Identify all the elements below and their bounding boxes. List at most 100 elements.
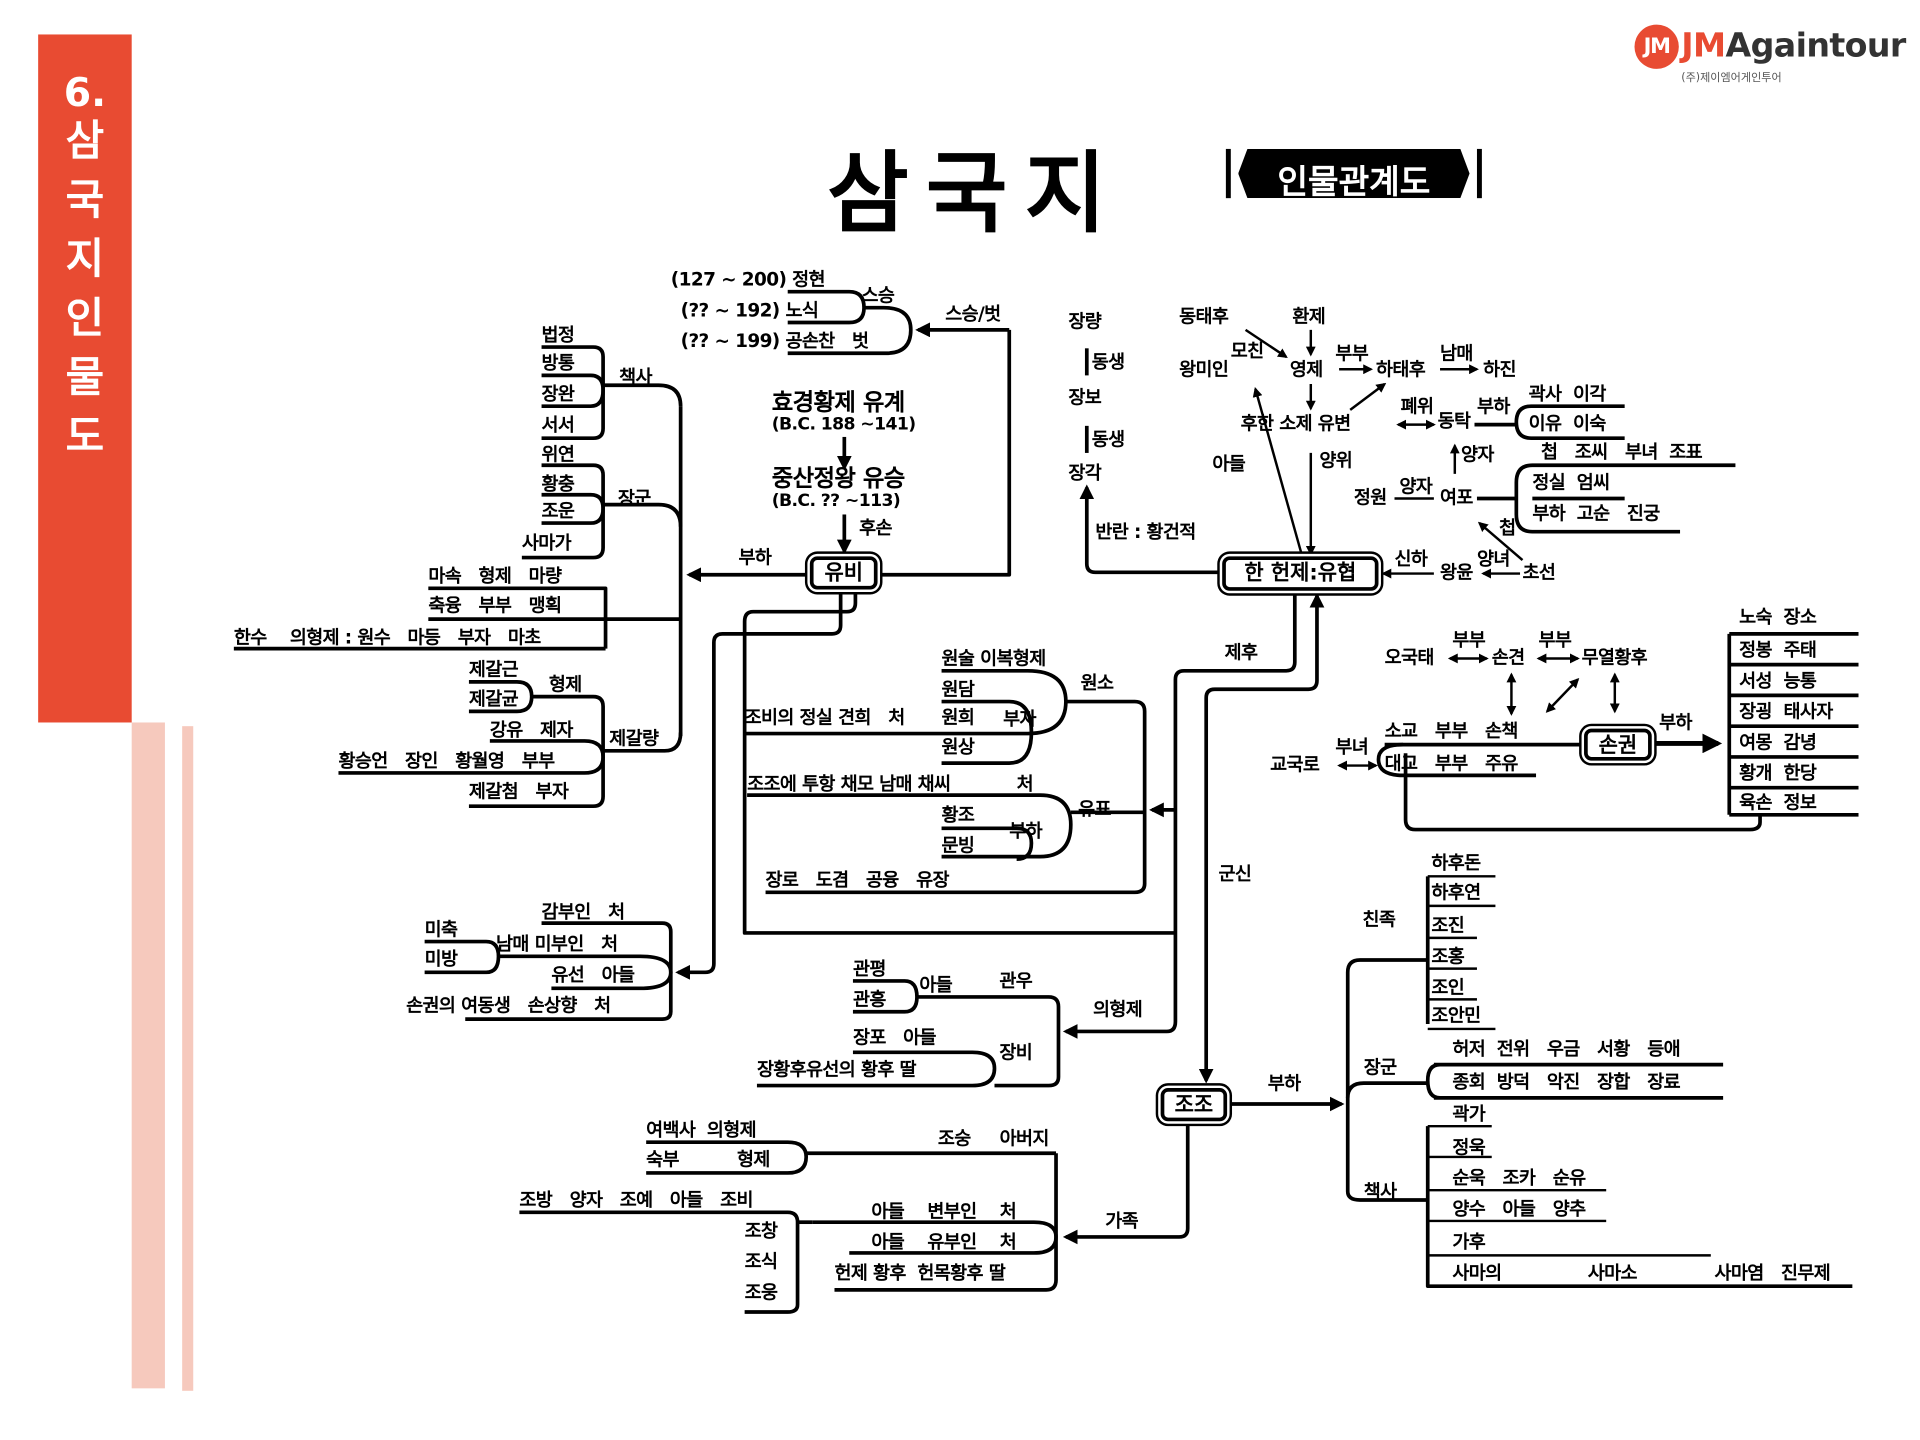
relation-row: 곽사 이각 [1528,382,1607,405]
ancestor-label: 효경황제 유계 [771,388,906,417]
person-label: 사마가 [521,531,572,554]
relation-label: 부부 [1538,628,1572,652]
relation-row: 여몽 감녕 [1739,731,1817,754]
ancestor-dates: (B.C. ?? ~113) [771,491,901,511]
relation-label: 아들 [919,973,953,996]
relation-label: 모친 [1230,339,1264,362]
section-title-char: 도 [65,412,105,462]
relation-row: 대교 부부 주유 [1384,752,1519,775]
relation-row: 허저 전위 우금 서황 등애 [1452,1037,1680,1060]
relation-row: 장포 아들 [852,1026,937,1049]
relation-row: 종회 방덕 악진 장합 장료 [1452,1070,1680,1093]
relation-label: 군신 [1218,862,1252,885]
relation-row: 제갈첨 부자 [468,780,569,803]
ancestor-dates: (B.C. 188 ~141) [771,414,916,435]
teacher-label: (127 ~ 200) 정현 [670,268,826,291]
relation-label: 양자 [1399,475,1433,498]
relation-label: 양위 [1319,449,1353,472]
relation-row: 소교 부부 손책 [1384,720,1519,743]
section-number: 6. [63,68,107,116]
relation-label: 부녀 [1335,736,1369,759]
relation-row: 황승언 장인 황월영 부부 [338,749,555,772]
relation-label: 양녀 [1476,547,1510,570]
page-title: 삼국지 [827,141,1124,245]
section-banner: 6. 삼 국 지 인 물 도 [38,34,132,723]
relation-row: 노숙 장소 [1739,605,1817,628]
relation-label: 부하 [738,546,772,569]
person-label: 황조 [941,803,975,826]
relation-label: 책사 [619,365,652,388]
ancestor-label: 중산정왕 유승 [771,465,906,493]
person-label: 조안민 [1431,1004,1481,1027]
person-label: 장보 [1068,386,1102,409]
relation-row: 헌제 황후 헌목황후 딸 [834,1261,1006,1284]
person-label: 여포 [1440,486,1473,509]
person-label: 조식 [744,1250,778,1273]
relation-row: 이유 이숙 [1528,412,1607,435]
logo-brand: JMAgaintour [1681,27,1906,66]
cao-cao-node: 조조 [1160,1088,1228,1122]
relation-label: 부하 [1267,1072,1301,1095]
relation-label: 후손 [859,516,892,540]
person-label: 서서 [541,413,575,436]
person-label: 조운 [541,499,575,522]
subtitle-badge: 인물관계도 [1225,148,1482,202]
relation-row: 장황후유선의 황후 딸 [756,1058,917,1081]
teacher-label: (?? ~ 199) 공손찬 벗 [680,329,869,353]
section-title-char: 국 [65,176,105,226]
relation-row: 남매 미부인 처 [496,932,618,956]
relation-row: 장로 도겸 공융 유장 [765,868,950,892]
relation-label: 동생 [1091,350,1125,373]
person-label: 하태후 [1376,358,1426,381]
relation-label: 동생 [1091,428,1125,451]
relation-label: 책사 [1363,1180,1397,1203]
person-label: 오국태 [1384,646,1435,669]
person-label: 관흥 [852,988,886,1011]
person-label: 왕미인 [1179,358,1229,381]
person-label: 영제 [1289,358,1323,381]
relation-row: 정봉 주태 [1739,638,1817,661]
person-label: 미방 [424,947,458,970]
person-label: 문빙 [941,834,975,857]
relation-label: 첩 [1499,516,1516,540]
relation-row: 사마염 진무제 [1714,1261,1831,1284]
section-title-char: 인 [65,294,105,344]
relation-label: 부자 [1003,707,1036,730]
relation-row: 강유 제자 [489,718,574,741]
person-label: 제갈근 [468,658,519,681]
relation-row: 원술 이복형제 [941,647,1047,670]
relation-row: 손권의 여동생 손상향 처 [406,994,611,1017]
relation-label: 가족 [1105,1209,1139,1233]
relation-row: 정실 엄씨 [1532,471,1610,494]
person-label: 사마소 [1587,1261,1638,1284]
person-label: 손견 [1491,646,1525,669]
person-label: 관평 [852,957,886,980]
person-label: 원희 [941,706,975,729]
relation-row: 양수 아들 양추 [1452,1197,1586,1220]
person-label: 장각 [1068,461,1102,484]
relation-row: 부하 고순 진궁 [1532,502,1660,525]
relation-row: 유선 아들 [551,963,635,986]
relation-label: 장군 [617,487,651,510]
relation-label: 제후 [1224,641,1258,664]
relation-row: 서성 능통 [1739,669,1817,692]
decorative-stripe [131,722,165,1389]
sun-quan-node: 손권 [1584,728,1652,761]
relation-row: 조방 양자 조예 아들 조비 [519,1188,753,1212]
person-label: 가후 [1452,1230,1486,1253]
person-label: 사마의 [1452,1261,1502,1284]
person-label: 원담 [941,678,975,701]
relation-row: 황개 한당 [1739,761,1817,785]
person-label: 초선 [1522,561,1556,584]
person-label: 제갈균 [468,688,519,711]
person-label: 하후연 [1431,881,1481,904]
relation-label: 처 [1016,772,1034,796]
person-label: 후한 소제 유변 [1240,412,1351,435]
relation-label: 부하 [1009,819,1043,842]
relation-label: 양자 [1460,443,1494,466]
person-label: 유표 [1078,797,1111,820]
person-label: 조홍 [1431,945,1465,968]
relation-row: 감부인 처 [541,900,626,924]
person-label: 원상 [941,736,975,759]
